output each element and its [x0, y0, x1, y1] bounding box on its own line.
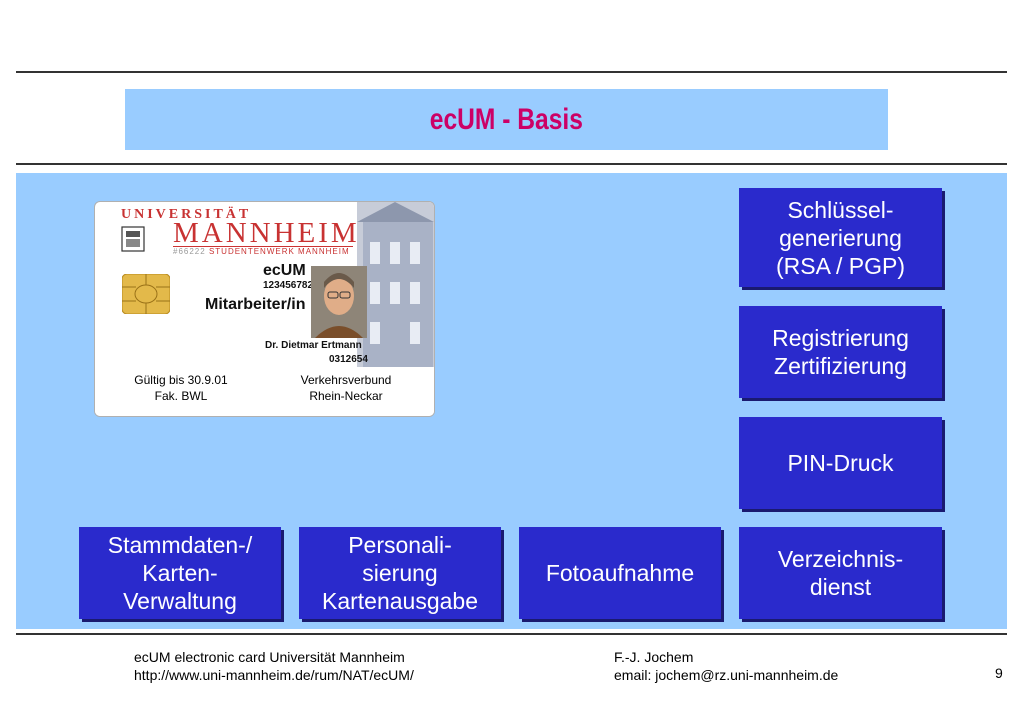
holder-id: 0312654 [329, 354, 368, 365]
bottom-rule [16, 633, 1007, 635]
holder-portrait [311, 266, 367, 338]
box-pin-print-label: PIN-Druck [787, 450, 894, 476]
top-rule [16, 71, 1007, 73]
box-pin-print: PIN-Druck [739, 417, 942, 509]
title-band: ecUM - Basis [125, 89, 888, 150]
box-photo: Fotoaufnahme [519, 527, 721, 619]
box-master-data: Stammdaten-/ Karten- Verwaltung [79, 527, 281, 619]
validity-block: Gültig bis 30.9.01 Fak. BWL [95, 372, 267, 404]
footer-email[interactable]: email: jochem@rz.uni-mannheim.de [614, 667, 839, 683]
studentenwerk-row: #66222 STUDENTENWERK MANNHEIM [173, 247, 350, 256]
box-key-generation: Schlüssel- generierung (RSA / PGP) [739, 188, 942, 287]
building-image [95, 202, 434, 416]
box-master-data-label: Stammdaten-/ Karten- Verwaltung [107, 532, 253, 614]
box-personalization-label: Personali- sierung Kartenausgabe [321, 532, 478, 614]
transit-line1: Verkehrsverbund [300, 373, 392, 387]
footer-url[interactable]: http://www.uni-mannheim.de/rum/NAT/ecUM/ [134, 667, 414, 683]
slide-title: ecUM - Basis [429, 102, 584, 136]
footer-course: ecUM electronic card Universität Mannhei… [134, 649, 405, 665]
card-role: Mitarbeiter/in [205, 296, 306, 313]
box-registration: Registrierung Zertifizierung [739, 306, 942, 398]
chip-icon [122, 274, 170, 314]
transit-line2: Rhein-Neckar [309, 389, 383, 403]
card-brand: ecUM [263, 262, 306, 279]
footer-right: F.-J. Jochem email: jochem@rz.uni-mannhe… [614, 648, 838, 684]
box-directory-label: Verzeichnis- dienst [777, 546, 904, 600]
transit-block: Verkehrsverbund Rhein-Neckar [267, 372, 425, 404]
box-photo-label: Fotoaufnahme [545, 560, 695, 586]
validity-date: Gültig bis 30.9.01 [134, 373, 228, 387]
title-rule [16, 163, 1007, 165]
studentenwerk-code: #66222 [173, 247, 206, 256]
ecum-id-card: UNIVERSITÄT MANNHEIM #66222 STUDENTENWER… [94, 201, 435, 417]
footer-author: F.-J. Jochem [614, 649, 694, 665]
box-personalization: Personali- sierung Kartenausgabe [299, 527, 501, 619]
university-crest-icon [121, 226, 145, 252]
holder-name: Dr. Dietmar Ertmann [265, 340, 362, 351]
card-number: 1234567822 [263, 280, 319, 291]
faculty: Fak. BWL [154, 389, 208, 403]
footer-left: ecUM electronic card Universität Mannhei… [134, 648, 414, 684]
university-top-label: UNIVERSITÄT [121, 207, 252, 222]
box-directory: Verzeichnis- dienst [739, 527, 942, 619]
university-name: MANNHEIM [173, 217, 360, 249]
page-number: 9 [995, 665, 1003, 681]
box-key-generation-label: Schlüssel- generierung (RSA / PGP) [775, 196, 906, 279]
studentenwerk-label: STUDENTENWERK MANNHEIM [208, 247, 350, 256]
box-registration-label: Registrierung Zertifizierung [772, 325, 909, 379]
